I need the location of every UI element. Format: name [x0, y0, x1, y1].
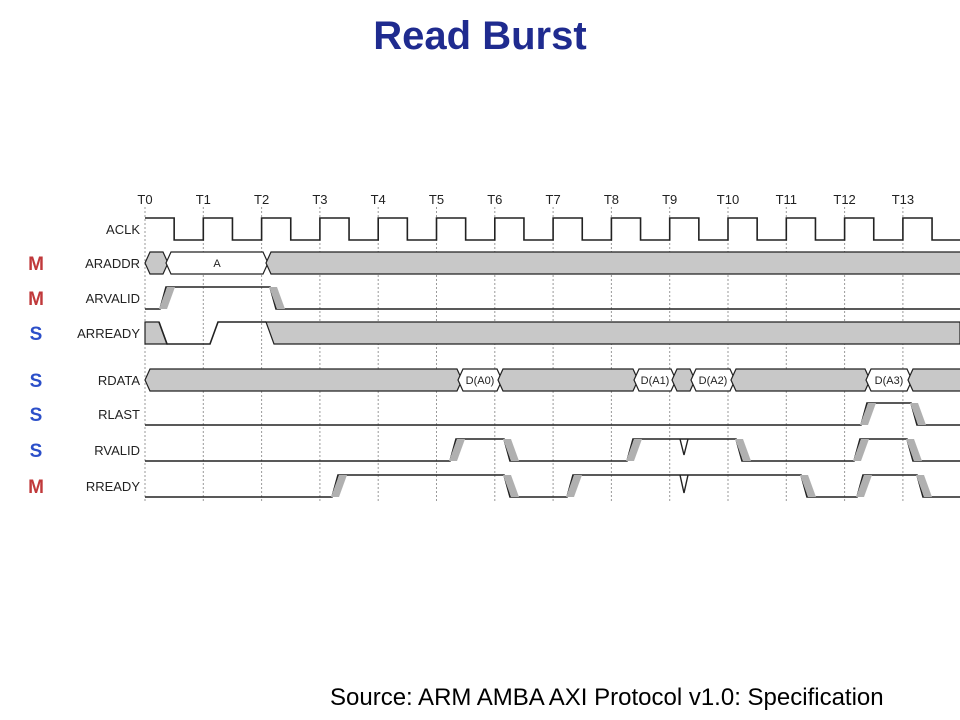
time-label-t8: T8 — [604, 192, 619, 207]
rready-edge-shade — [331, 475, 347, 497]
aclk-waveform — [145, 217, 960, 241]
time-label-t0: T0 — [137, 192, 152, 207]
arvalid-waveform — [145, 286, 960, 310]
signal-label-rdata: RDATA — [98, 373, 140, 388]
rready-glitch — [679, 474, 689, 494]
time-label-t10: T10 — [717, 192, 739, 207]
rready-waveform — [145, 474, 960, 498]
rready-edge-shade — [856, 475, 872, 497]
signal-label-rvalid: RVALID — [94, 443, 140, 458]
rvalid-edge-shade — [503, 439, 519, 461]
rready-edge-shade — [916, 475, 932, 497]
araddr-bus-segment — [144, 251, 169, 275]
slide-title: Read Burst — [373, 14, 587, 58]
rdata-bus-segment — [144, 368, 463, 392]
rvalid-edge-shade — [626, 439, 642, 461]
time-label-t5: T5 — [429, 192, 444, 207]
signal-label-rready: RREADY — [86, 479, 141, 494]
rdata-bus-segment — [671, 368, 696, 392]
rdata-bus-label: D(A1) — [641, 375, 670, 387]
signal-label-aclk: ACLK — [106, 222, 140, 237]
rready-edge-shade — [800, 475, 816, 497]
signal-label-arready: ARREADY — [77, 326, 140, 341]
time-label-t3: T3 — [312, 192, 327, 207]
signal-label-araddr: ARADDR — [85, 256, 140, 271]
time-label-t11: T11 — [776, 192, 797, 207]
rdata-bus-segment — [730, 368, 871, 392]
araddr-bus-segment — [165, 251, 269, 275]
signal-label-arvalid: ARVALID — [86, 291, 140, 306]
time-label-t9: T9 — [662, 192, 677, 207]
arready-waveform — [158, 321, 266, 345]
role-marker-arvalid: M — [28, 289, 44, 310]
araddr-bus-segment — [265, 251, 960, 275]
rvalid-glitch — [679, 438, 689, 456]
role-marker-rlast: S — [30, 405, 43, 426]
rdata-bus-segment — [907, 368, 960, 392]
arvalid-fall-shade — [269, 287, 285, 309]
rdata-bus-segment — [865, 368, 913, 392]
rdata-bus-segment — [497, 368, 639, 392]
rready-edge-shade — [503, 475, 519, 497]
role-marker-arready: S — [30, 324, 43, 345]
time-label-t7: T7 — [546, 192, 561, 207]
rdata-bus-label: D(A2) — [699, 375, 728, 387]
time-label-t6: T6 — [487, 192, 502, 207]
time-label-t4: T4 — [371, 192, 386, 207]
source-caption: Source: ARM AMBA AXI Protocol v1.0: Spec… — [330, 684, 884, 711]
role-marker-araddr: M — [28, 254, 44, 275]
rvalid-edge-shade — [735, 439, 751, 461]
arready-dontcare-shade — [265, 321, 960, 345]
role-marker-rdata: S — [30, 371, 43, 392]
rdata-bus-segment — [633, 368, 677, 392]
rdata-bus-label: D(A0) — [466, 375, 495, 387]
rlast-rise-shade — [860, 403, 876, 425]
araddr-bus-label: A — [213, 258, 221, 270]
time-label-t2: T2 — [254, 192, 269, 207]
rvalid-edge-shade — [853, 439, 869, 461]
rdata-bus-segment — [457, 368, 503, 392]
rvalid-edge-shade — [449, 439, 465, 461]
time-label-t1: T1 — [196, 192, 211, 207]
signal-label-rlast: RLAST — [98, 407, 140, 422]
rdata-bus-label: D(A3) — [875, 375, 904, 387]
rlast-fall-shade — [910, 403, 926, 425]
arvalid-rise-shade — [159, 287, 175, 309]
role-marker-rvalid: S — [30, 441, 43, 462]
rvalid-edge-shade — [906, 439, 922, 461]
role-marker-rready: M — [28, 477, 44, 498]
time-label-t13: T13 — [892, 192, 914, 207]
time-label-t12: T12 — [833, 192, 855, 207]
rdata-bus-segment — [690, 368, 736, 392]
rlast-waveform — [145, 402, 960, 426]
rready-edge-shade — [566, 475, 582, 497]
rvalid-waveform — [145, 438, 960, 462]
